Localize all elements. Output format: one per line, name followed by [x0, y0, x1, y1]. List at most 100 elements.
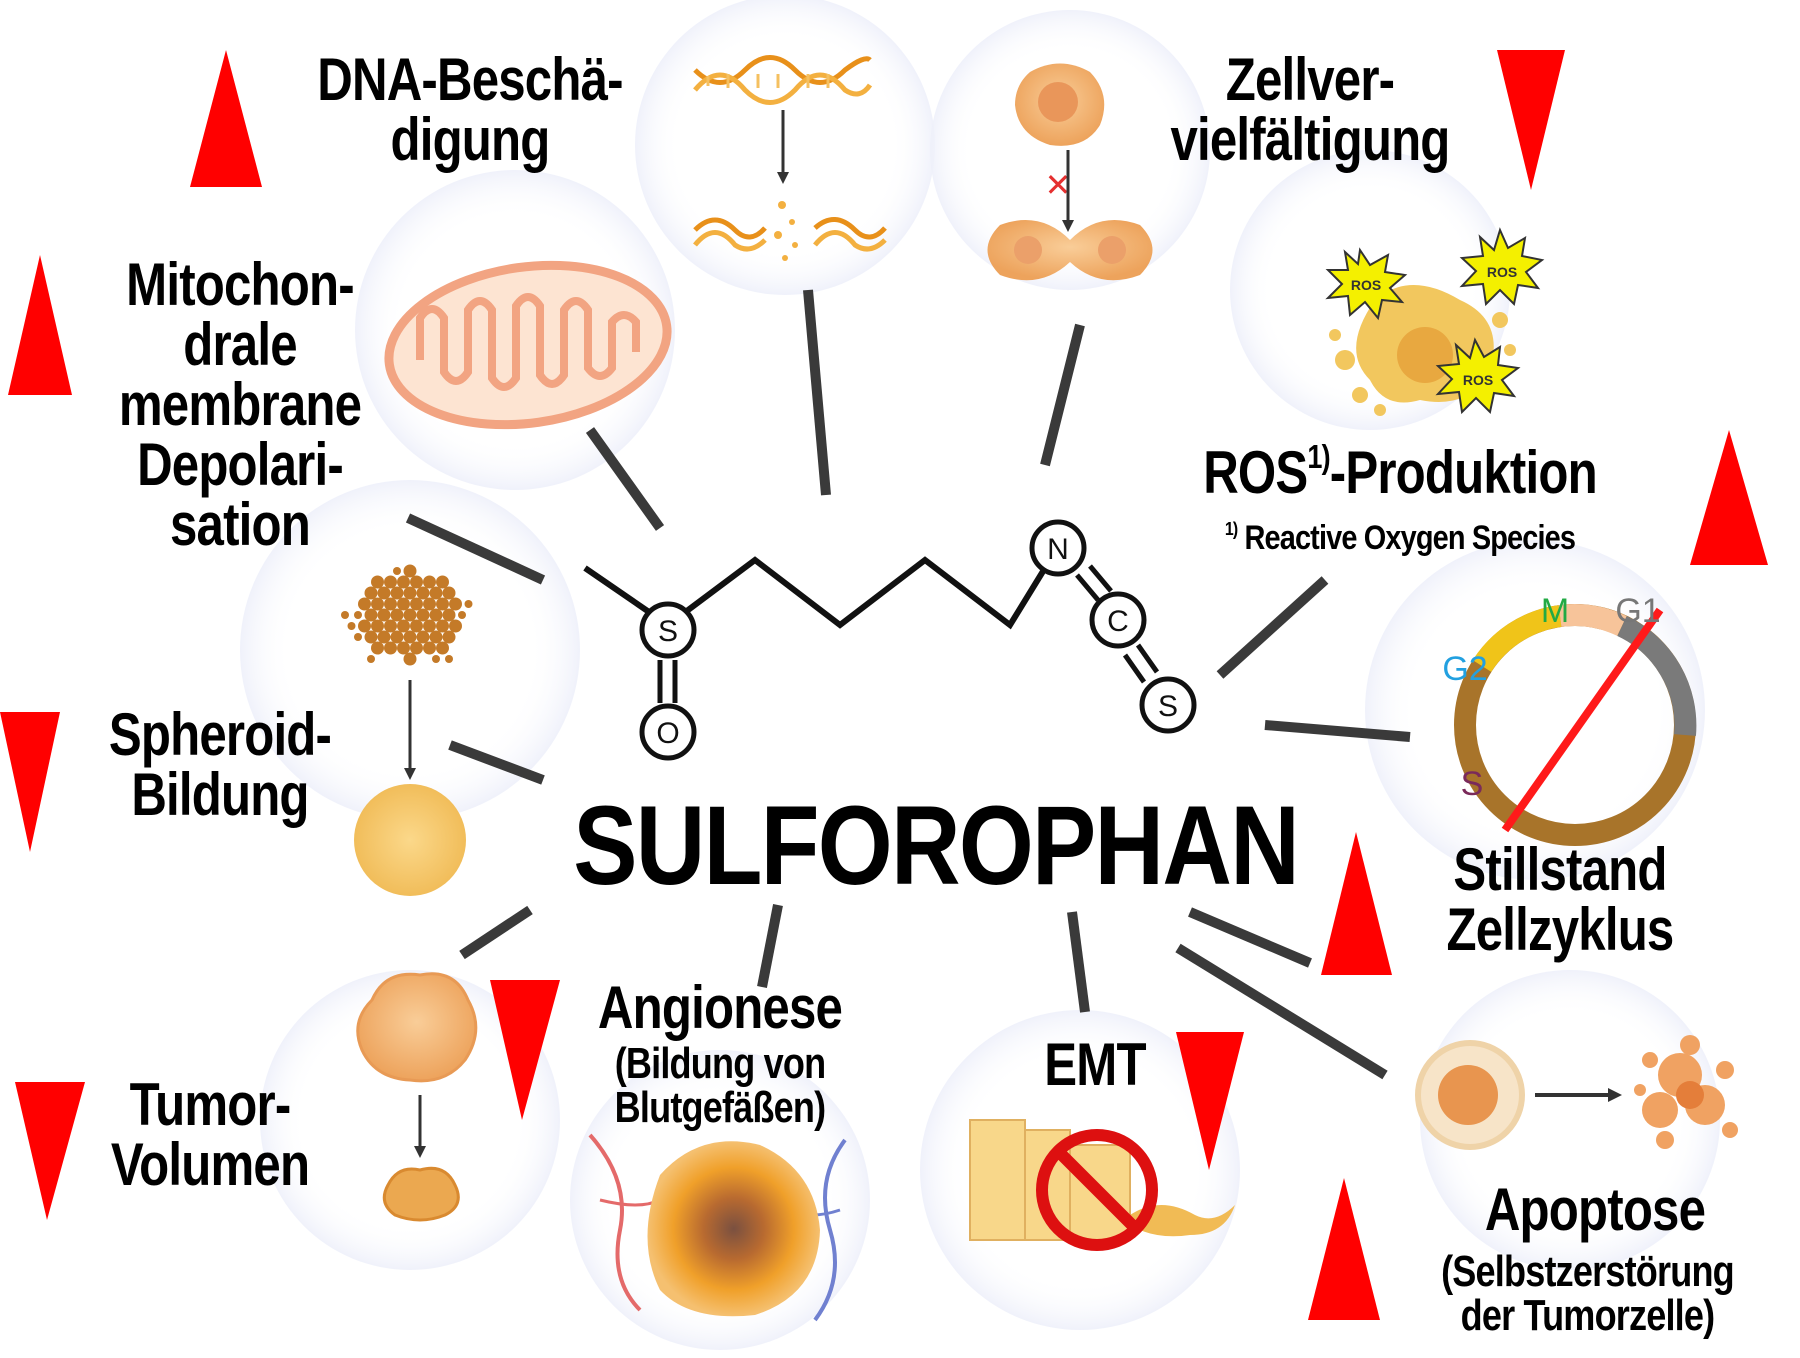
- connector-ros: [1220, 580, 1325, 675]
- label-mito-line2: drale: [92, 315, 387, 375]
- spheroid-cell-dot: [432, 655, 440, 663]
- spheroid-cell-dot: [443, 587, 456, 600]
- label-emt: EMT: [1025, 1035, 1164, 1095]
- label-ros-sup: 1): [1307, 438, 1329, 475]
- spheroid-cell-dot: [358, 620, 371, 633]
- spheroid-cell-dot: [417, 587, 430, 600]
- label-apoptose-sub: (Selbstzerstörung der Tumorzelle): [1417, 1250, 1757, 1338]
- spheroid-cell-dot: [354, 633, 362, 641]
- spheroid-cell-dot: [417, 631, 430, 644]
- arrow-down-proliferation: [1497, 50, 1565, 190]
- spheroid-cell-dot: [445, 655, 453, 663]
- spheroid-cell-dot: [443, 631, 456, 644]
- spheroid-cell-dot: [365, 587, 378, 600]
- spheroid-cell-dot: [391, 609, 404, 622]
- arrow-up-ros: [1690, 430, 1768, 565]
- label-ros-note-text: Reactive Oxygen Species: [1244, 519, 1575, 557]
- label-apoptose-sub1: (Selbstzerstörung: [1417, 1250, 1757, 1294]
- atom-c: C: [1092, 594, 1144, 646]
- label-dna: DNA-Beschä- digung: [290, 50, 651, 170]
- label-angio-sub1: (Bildung von: [572, 1042, 867, 1086]
- spheroid-cell-dot: [436, 576, 449, 589]
- spheroid-cell-dot: [384, 576, 397, 589]
- phase-s-label: S: [1461, 765, 1484, 803]
- arrow-up-apoptose: [1308, 1178, 1380, 1320]
- spheroid-cell-dot: [465, 600, 473, 608]
- label-mito-line3: membrane: [92, 375, 387, 435]
- spheroid-cell-dot: [365, 631, 378, 644]
- spheroid-cell-dot: [397, 576, 410, 589]
- label-ros-suffix: -Produktion: [1330, 439, 1597, 506]
- spheroid-cell-dot: [371, 642, 384, 655]
- spheroid-cell-dot: [436, 598, 449, 611]
- label-ros-note-sup: 1): [1225, 518, 1237, 539]
- label-ros-main: ROS: [1203, 439, 1307, 506]
- spheroid-cell-dot: [348, 622, 356, 630]
- label-mito: Mitochon- drale membrane Depolari- satio…: [92, 255, 387, 555]
- spheroid-cell-dot: [371, 598, 384, 611]
- label-angio: Angionese: [572, 978, 867, 1038]
- spheroid-cell-dot: [404, 631, 417, 644]
- spheroid-cell-dot: [458, 611, 466, 619]
- label-prolif-line1: Zellver-: [1146, 50, 1474, 110]
- phase-g1-label: G1: [1615, 592, 1660, 630]
- connector-dna: [808, 290, 826, 495]
- svg-text:N: N: [1047, 533, 1069, 566]
- label-tumor: Tumor- Volumen: [87, 1075, 333, 1195]
- spheroid-cell-dot: [393, 567, 401, 575]
- label-ros-note: 1) Reactive Oxygen Species: [1162, 520, 1638, 555]
- label-cellcycle-line2: Zellzyklus: [1412, 900, 1707, 960]
- spheroid-cell-dot: [391, 587, 404, 600]
- label-cellcycle-line1: Stillstand: [1412, 840, 1707, 900]
- spheroid-cell-dot: [384, 642, 397, 655]
- label-spheroid-line1: Spheroid-: [85, 705, 356, 765]
- spheroid-cell-dot: [358, 598, 371, 611]
- label-apoptose: Apoptose: [1435, 1180, 1755, 1240]
- label-dna-line2: digung: [290, 110, 651, 170]
- spheroid-cell-dot: [423, 598, 436, 611]
- arrow-up-dna: [190, 50, 262, 187]
- label-apoptose-line1: Apoptose: [1435, 1180, 1755, 1240]
- spheroid-cell-dot: [371, 576, 384, 589]
- label-angio-line1: Angionese: [572, 978, 867, 1038]
- spheroid-cell-dot: [410, 598, 423, 611]
- label-cellcycle: Stillstand Zellzyklus: [1412, 840, 1707, 960]
- spheroid-cell-dot: [391, 631, 404, 644]
- svg-text:S: S: [1158, 690, 1178, 723]
- svg-text:C: C: [1107, 605, 1129, 638]
- label-spheroid-line2: Bildung: [85, 765, 356, 825]
- spheroid-cell-dot: [378, 631, 391, 644]
- spheroid-cell-dot: [354, 611, 362, 619]
- spheroid-cell-dot: [404, 609, 417, 622]
- label-emt-line1: EMT: [1025, 1035, 1164, 1095]
- svg-text:O: O: [656, 717, 679, 750]
- molecule-atoms: S O N C S: [642, 522, 1194, 758]
- svg-text:S: S: [658, 615, 678, 648]
- label-spheroid: Spheroid- Bildung: [85, 705, 356, 825]
- spheroid-cell-dot: [341, 611, 349, 619]
- spheroid-cell-dot: [423, 620, 436, 633]
- ros-burst-2-label: ROS: [1487, 264, 1517, 280]
- label-mito-line5: sation: [92, 495, 387, 555]
- label-angio-sub: (Bildung von Blutgefäßen): [572, 1042, 867, 1130]
- spheroid-cell-dot: [417, 609, 430, 622]
- spheroid-cell-dot: [436, 642, 449, 655]
- spheroid-cell-dot: [365, 609, 378, 622]
- spheroid-cell-dot: [410, 576, 423, 589]
- label-angio-sub2: Blutgefäßen): [572, 1086, 867, 1130]
- phase-m-label: M: [1541, 592, 1569, 630]
- spheroid-cell-dot: [367, 655, 375, 663]
- label-ros: ROS1)-Produktion: [1170, 440, 1629, 503]
- spheroid-cell-dot: [410, 642, 423, 655]
- spheroid-cell-dot: [449, 620, 462, 633]
- spheroid-cell-dot: [384, 598, 397, 611]
- phase-g2-label: G2: [1442, 650, 1487, 688]
- atom-o: O: [642, 706, 694, 758]
- spheroid-cell-dot: [430, 631, 443, 644]
- spheroid-cell-dot: [378, 609, 391, 622]
- spheroid-cell-dot: [378, 587, 391, 600]
- spheroid-cell-dot: [371, 620, 384, 633]
- spheroid-cell-dot: [397, 620, 410, 633]
- spheroid-cell-dot: [404, 587, 417, 600]
